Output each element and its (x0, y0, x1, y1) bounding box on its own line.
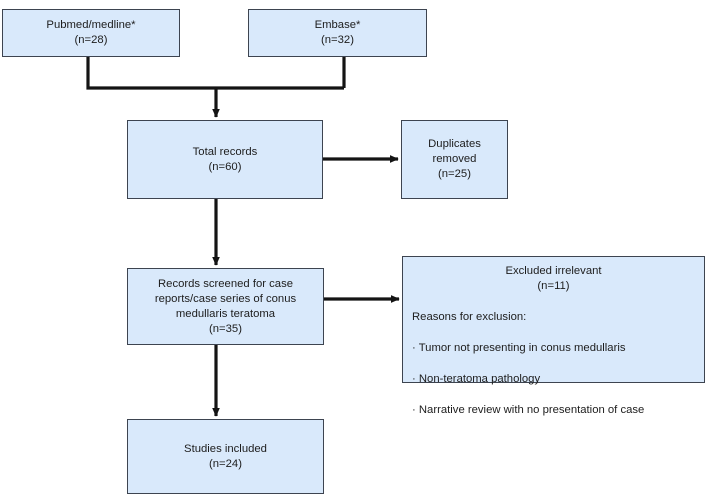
node-studies-included: Studies included (n=24) (127, 419, 324, 494)
excluded-reason-item: · Non-teratoma pathology (412, 372, 541, 385)
node-pubmed-label: Pubmed/medline* (n=28) (46, 19, 136, 46)
excluded-reason-item: · Tumor not presenting in conus medullar… (412, 341, 626, 354)
node-records-screened-label: Records screened for case reports/case s… (154, 277, 297, 335)
node-excluded-irrelevant: Excluded irrelevant (n=11) Reasons for e… (402, 256, 705, 416)
node-total-records-label: Total records (n=60) (192, 145, 258, 173)
node-duplicates-removed: Duplicates removed (n=25) (401, 120, 508, 199)
node-records-screened: Records screened for case reports/case s… (127, 268, 324, 345)
node-embase-label: Embase* (n=32) (314, 19, 361, 46)
excluded-reason-item: · Narrative review with no presentation … (412, 403, 645, 416)
node-total-records: Total records (n=60) (127, 120, 323, 199)
node-studies-included-label: Studies included (n=24) (184, 442, 267, 470)
node-pubmed-medline: Pubmed/medline* (n=28) (2, 9, 180, 57)
node-embase: Embase* (n=32) (248, 9, 427, 57)
excluded-heading: Excluded irrelevant (n=11) (505, 265, 602, 292)
connector-pubmed-to-merge (86, 57, 344, 90)
excluded-reasons-title: Reasons for exclusion: (412, 310, 527, 323)
excluded-reasons-block: Reasons for exclusion: · Tumor not prese… (412, 294, 695, 434)
node-duplicates-removed-label: Duplicates removed (n=25) (428, 138, 481, 180)
